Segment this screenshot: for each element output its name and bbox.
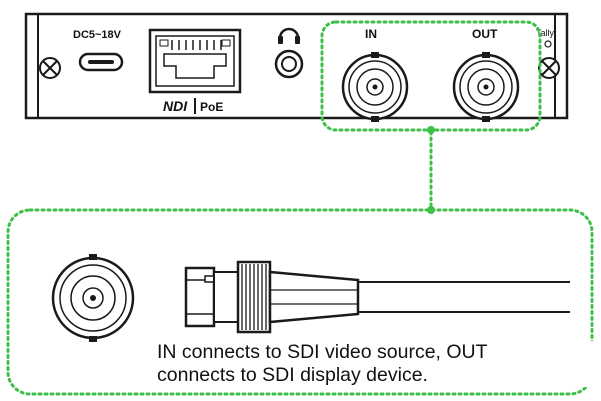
ethernet-port-icon [148, 28, 242, 94]
bnc-cable-icon [184, 260, 570, 334]
sdi-in-bnc-icon [341, 52, 409, 122]
poe-label: PoE [200, 100, 223, 114]
detail-box [6, 208, 594, 396]
tally-led-icon [544, 40, 552, 48]
power-label: DC5~18V [73, 29, 122, 41]
screw-icon [538, 57, 560, 79]
ndi-label: NDI [163, 98, 188, 114]
headphone-icon [278, 27, 300, 44]
headphone-jack-icon [274, 49, 304, 79]
caption-line-2: connects to SDI display device. [157, 364, 428, 386]
tally-label: Tally [536, 28, 555, 38]
caption-line-1: IN connects to SDI video source, OUT [157, 341, 488, 363]
screw-icon [39, 57, 61, 79]
bnc-connector-icon [51, 254, 135, 342]
highlight-anchor-dot [427, 126, 435, 134]
sdi-out-label: OUT [472, 27, 498, 41]
sdi-out-bnc-icon [452, 52, 520, 122]
sdi-in-label: IN [365, 27, 377, 41]
caption: IN connects to SDI video source, OUT con… [155, 341, 599, 387]
usb-c-port-icon [78, 52, 124, 72]
